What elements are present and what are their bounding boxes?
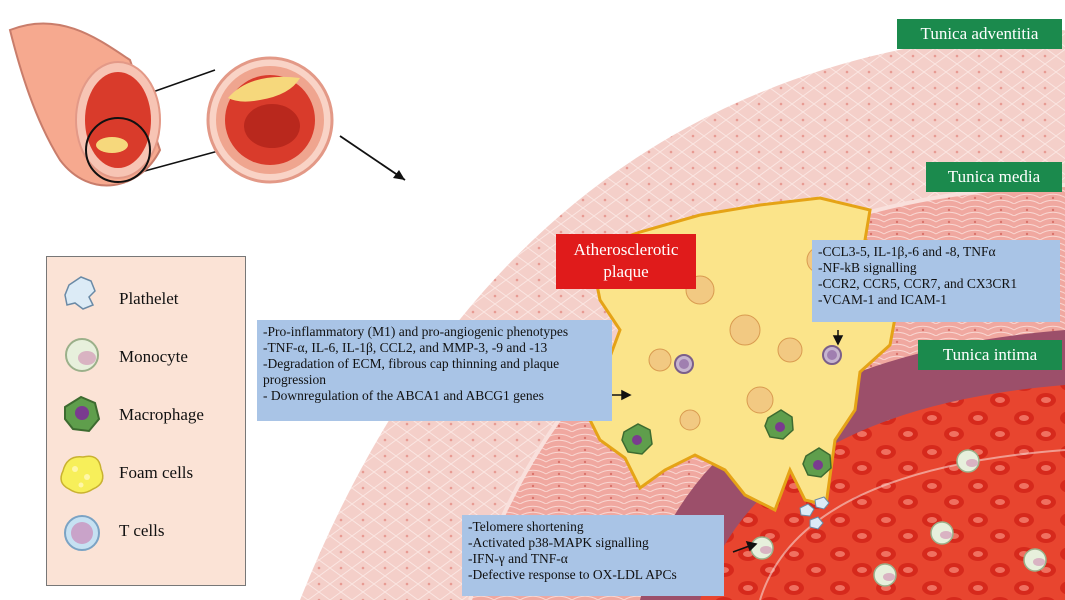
monocyte-in-lumen — [956, 449, 980, 473]
monocyte-icon — [65, 338, 99, 372]
plaque-label-line-2: plaque — [603, 262, 649, 281]
artery-tube-illustration — [8, 22, 162, 187]
pointer-arrows — [612, 330, 844, 553]
monocyte-info-line: -IFN-γ and TNF-α — [468, 551, 568, 566]
monocyte-in-lumen — [873, 563, 897, 587]
macrophage-info-line: progression — [263, 372, 326, 387]
tcells-icon — [64, 515, 100, 551]
platelet-cluster — [799, 496, 830, 530]
monocyte-in-lumen — [750, 536, 774, 560]
monocyte-in-lumen — [930, 521, 954, 545]
monocyte-in-lumen — [1023, 548, 1047, 572]
legend-label-platelet: Plathelet — [119, 289, 179, 308]
tcell-info-line: -NF-kB signalling — [818, 260, 917, 275]
platelet-icon — [64, 276, 96, 310]
foam-cells-icon — [60, 455, 104, 494]
monocyte-info-line: -Defective response to OX-LDL APCs — [468, 567, 677, 582]
label-tunica-intima: Tunica intima — [918, 340, 1062, 370]
tcell-info-line: -CCR2, CCR5, CCR7, and CX3CR1 — [818, 276, 1018, 291]
macrophage-info-line: -Pro-inflammatory (M1) and pro-angiogeni… — [263, 324, 569, 339]
plaque-label-line-1: Atherosclerotic — [573, 240, 679, 259]
monocyte-info-box: -Telomere shortening -Activated p38-MAPK… — [462, 515, 724, 596]
monocyte-info-line: -Activated p38-MAPK signalling — [468, 535, 649, 550]
macrophage-info-box: -Pro-inflammatory (M1) and pro-angiogeni… — [257, 320, 612, 421]
tcell-info-line: -VCAM-1 and ICAM-1 — [818, 292, 947, 307]
zoom-arrow — [339, 135, 406, 181]
tcell-info-line: -CCL3-5, IL-1β,-6 and -8, TNFα — [818, 244, 996, 259]
cross-section-illustration — [206, 56, 334, 184]
legend-label-tcells: T cells — [119, 521, 165, 540]
tcell-in-plaque — [822, 345, 842, 365]
cell-legend: Plathelet Monocyte Macrophage Foam cells… — [46, 256, 246, 586]
label-tunica-adventitia: Tunica adventitia — [897, 19, 1062, 49]
legend-label-macrophage: Macrophage — [119, 405, 204, 424]
legend-icons — [60, 276, 104, 551]
macrophage-info-line: - Downregulation of the ABCA1 and ABCG1 … — [263, 388, 544, 403]
macrophage-icon — [64, 395, 101, 433]
tcell-in-plaque — [674, 354, 694, 374]
macrophage-in-plaque — [764, 409, 794, 440]
label-atherosclerotic-plaque: Atherosclerotic plaque — [556, 234, 696, 289]
tcell-info-box: -CCL3-5, IL-1β,-6 and -8, TNFα -NF-kB si… — [812, 240, 1060, 322]
legend-label-monocyte: Monocyte — [119, 347, 188, 366]
legend-label-foam-cells: Foam cells — [119, 463, 194, 482]
macrophage-in-plaque — [802, 447, 832, 478]
monocyte-info-line: -Telomere shortening — [468, 519, 584, 534]
macrophage-in-plaque — [621, 423, 653, 455]
macrophage-info-line: -TNF-α, IL-6, IL-1β, CCL2, and MMP-3, -9… — [263, 340, 548, 355]
label-tunica-media: Tunica media — [926, 162, 1062, 192]
macrophage-info-line: -Degradation of ECM, fibrous cap thinnin… — [263, 356, 560, 371]
